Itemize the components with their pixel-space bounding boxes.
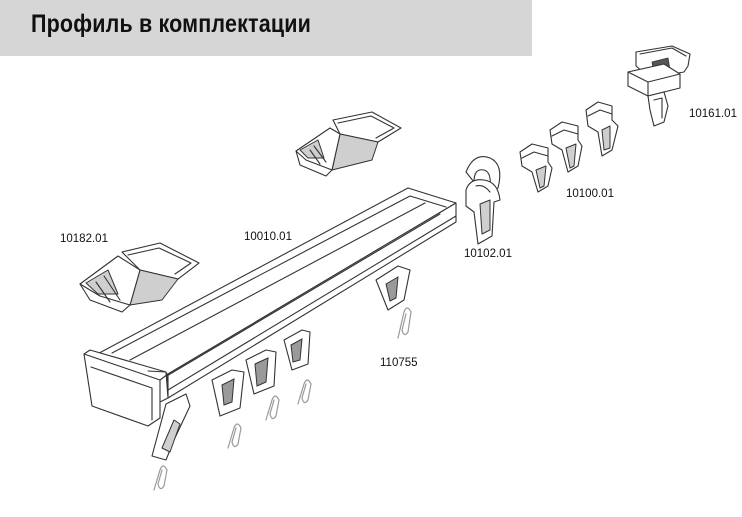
roller-hooks	[466, 157, 500, 244]
label-glider: 10100.01	[566, 188, 614, 200]
label-pin-clip: 110755	[380, 357, 418, 369]
profile-rail	[84, 188, 456, 426]
label-end-cap: 10182.01	[60, 233, 108, 245]
end-cap-upper	[296, 112, 401, 176]
end-cap-lower	[80, 243, 199, 312]
page-title: Профиль в комплектации	[31, 10, 312, 38]
label-roller-hook: 10102.01	[464, 248, 512, 260]
profile-hangers	[152, 266, 410, 460]
label-profile: 10010.01	[244, 231, 292, 243]
header-bar: Профиль в комплектации	[0, 0, 532, 56]
gliders	[520, 102, 618, 192]
pin-clips	[154, 308, 411, 490]
ceiling-bracket	[628, 46, 690, 126]
label-ceiling-bracket: 10161.01	[689, 108, 737, 120]
